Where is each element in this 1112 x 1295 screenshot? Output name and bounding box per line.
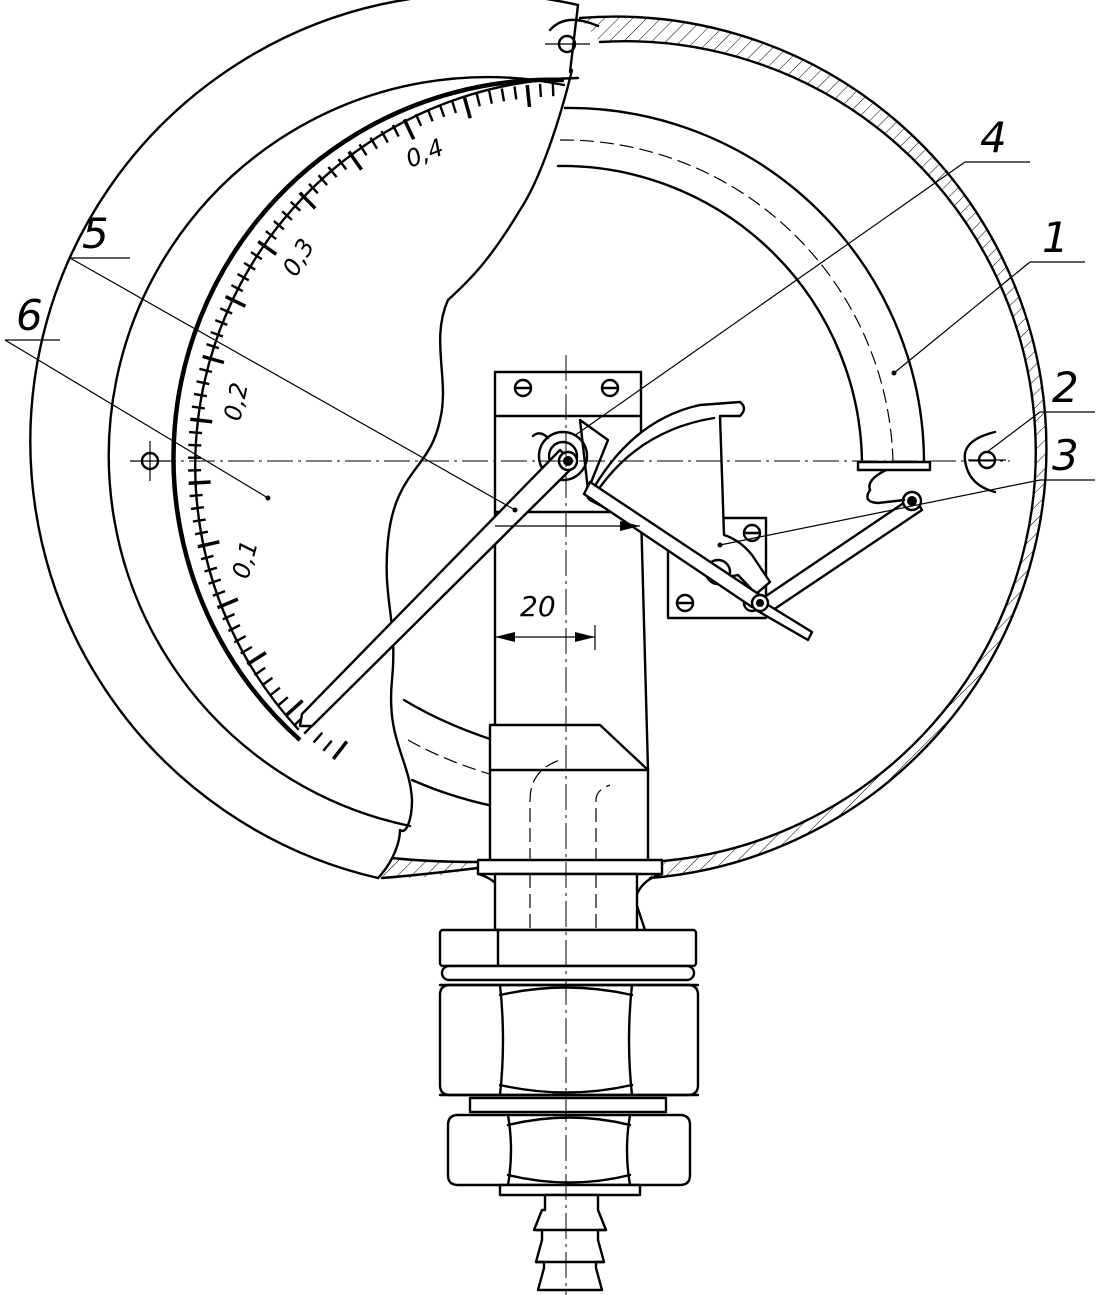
scale-tick xyxy=(426,108,434,122)
scale-tick xyxy=(475,93,481,107)
right-mounting-lug xyxy=(963,430,1006,494)
scale-tick xyxy=(246,651,267,666)
dial-scale-labels: 0,1 0,2 0,3 0,4 xyxy=(218,133,447,581)
scale-tick xyxy=(230,284,244,293)
connection-fittings xyxy=(438,928,700,1292)
scale-tick xyxy=(337,158,348,171)
scale-tick xyxy=(488,90,493,104)
scale-tick xyxy=(194,530,209,536)
scale-tick xyxy=(257,240,278,256)
scale-tick xyxy=(268,686,281,697)
centre-lines xyxy=(150,355,1010,1295)
scale-tick xyxy=(240,645,253,655)
scale-tick xyxy=(538,83,543,97)
scale-tick xyxy=(224,295,247,308)
scale-tick xyxy=(227,624,241,633)
scale-tick xyxy=(212,589,226,597)
scale-tick xyxy=(243,261,256,271)
connecting-link xyxy=(754,468,924,642)
top-mounting-lug xyxy=(545,18,600,54)
callout-label-6: 6 xyxy=(16,291,43,340)
scale-tick xyxy=(322,740,333,752)
scale-tick xyxy=(525,84,532,108)
scale-tick xyxy=(327,166,338,178)
scale-tick xyxy=(500,88,506,102)
dial-plate xyxy=(107,68,580,880)
scale-tick xyxy=(513,86,518,100)
scale-tick xyxy=(285,699,304,717)
gear-sector-arm xyxy=(582,480,770,613)
callout-label-5: 5 xyxy=(82,209,109,258)
scale-tick xyxy=(347,150,363,171)
callout-5: 5 xyxy=(69,209,518,513)
scale-tick xyxy=(402,118,416,140)
bourdon-tube xyxy=(402,106,932,817)
scale-tick xyxy=(216,597,239,610)
callout-3: 3 xyxy=(717,431,1095,548)
dial-scale-ticks xyxy=(187,83,555,760)
scale-tick xyxy=(202,354,225,365)
scale-tick xyxy=(391,124,400,138)
scale-tick xyxy=(233,635,247,644)
scale-label-01: 0,1 xyxy=(227,537,264,581)
scale-tick xyxy=(289,201,302,212)
scale-tick xyxy=(208,578,222,585)
scale-tick xyxy=(265,230,277,241)
callout-label-2: 2 xyxy=(1052,363,1079,412)
scale-tick xyxy=(191,405,205,410)
scale-tick xyxy=(551,83,555,97)
scale-tick xyxy=(331,740,349,760)
scale-tick xyxy=(190,506,205,511)
scale-tick xyxy=(192,518,206,523)
scale-tick xyxy=(358,143,368,156)
scale-tick xyxy=(369,136,379,150)
scale-tick xyxy=(462,96,472,119)
scale-tick xyxy=(312,731,324,744)
scale-tick xyxy=(214,318,228,327)
scale-tick xyxy=(219,307,233,315)
dimension-20: 20 xyxy=(495,521,640,650)
scale-tick xyxy=(200,554,214,561)
scale-tick xyxy=(308,182,319,195)
scale-tick xyxy=(188,443,202,447)
scale-tick xyxy=(438,104,446,118)
scale-tick xyxy=(206,343,220,350)
callout-4: 4 xyxy=(573,113,1030,437)
callout-6: 6 xyxy=(4,291,271,501)
callout-label-4: 4 xyxy=(980,113,1007,162)
scale-tick xyxy=(193,392,208,398)
callout-label-1: 1 xyxy=(1042,213,1069,262)
scale-tick xyxy=(380,130,389,144)
scale-label-02: 0,2 xyxy=(218,380,253,423)
scale-tick xyxy=(197,540,220,549)
scale-tick xyxy=(250,251,263,261)
scale-tick xyxy=(189,430,203,435)
scale-label-04: 0,4 xyxy=(402,133,448,173)
scale-tick xyxy=(189,493,203,498)
scale-tick xyxy=(261,676,274,687)
scale-tick xyxy=(190,417,213,424)
pointer-needle xyxy=(298,448,579,728)
scale-tick xyxy=(414,113,423,127)
scale-tick xyxy=(204,566,218,573)
scale-tick xyxy=(298,191,317,210)
scale-tick xyxy=(236,272,250,282)
scale-tick xyxy=(199,367,213,374)
callout-1: 1 xyxy=(891,213,1085,376)
scale-tick xyxy=(188,480,211,486)
scale-tick xyxy=(281,210,293,221)
scale-tick xyxy=(253,666,266,677)
dimension-value: 20 xyxy=(520,590,556,623)
scale-tick xyxy=(210,330,224,338)
scale-tick xyxy=(222,612,236,621)
scale-tick xyxy=(317,174,329,186)
scale-tick xyxy=(450,100,458,114)
callout-label-3: 3 xyxy=(1052,431,1079,480)
callout-2: 2 xyxy=(986,363,1095,453)
scale-tick xyxy=(277,696,289,707)
scale-tick xyxy=(273,220,285,231)
scale-label-03: 0,3 xyxy=(277,234,320,281)
scale-tick xyxy=(196,380,210,386)
